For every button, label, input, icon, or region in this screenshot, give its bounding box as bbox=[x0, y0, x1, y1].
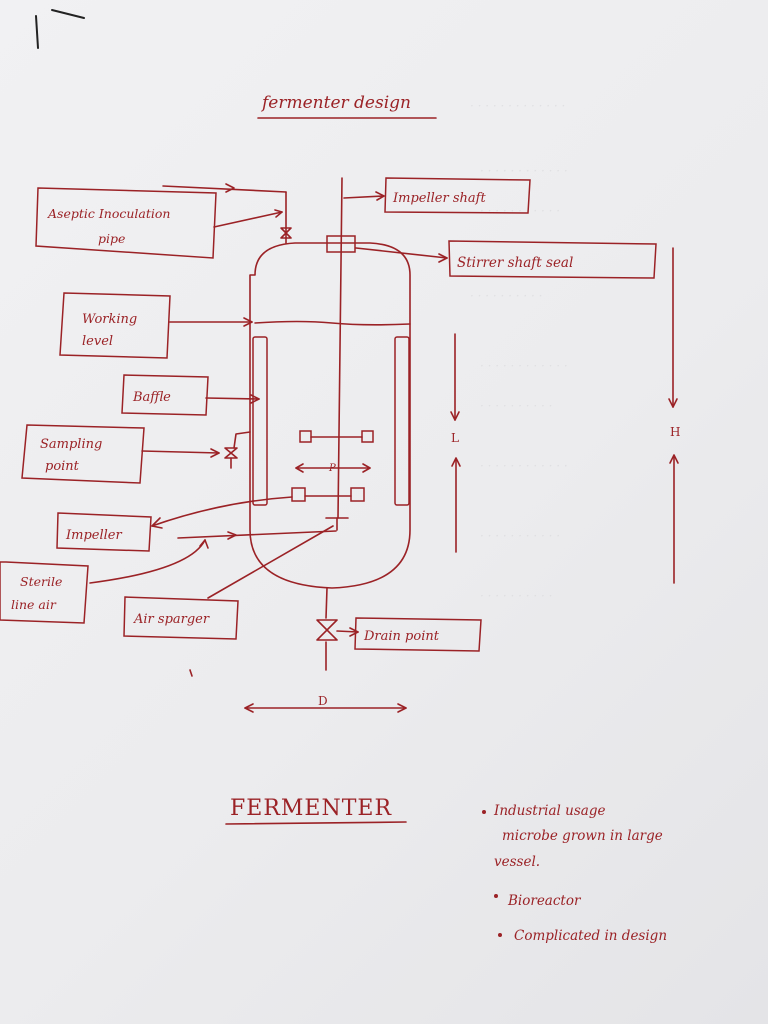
note-1-cont2: vessel. bbox=[494, 854, 540, 870]
label-box-impeller-shaft bbox=[384, 177, 531, 214]
svg-text:· · · · · · · · · ·: · · · · · · · · · · bbox=[480, 589, 552, 603]
drain-valve bbox=[316, 587, 359, 671]
label-box-sampling bbox=[21, 424, 145, 484]
heading-fermenter: FERMENTER bbox=[230, 796, 392, 821]
label-box-drain bbox=[354, 617, 482, 652]
note-1-cont: microbe grown in large bbox=[502, 828, 663, 844]
page-title: fermenter design bbox=[260, 93, 411, 113]
label-box-working-level bbox=[59, 292, 171, 359]
note-1: Industrial usage bbox=[493, 803, 605, 819]
page-number-mark: 1 bbox=[0, 0, 85, 49]
label-drain-point: Drain point bbox=[363, 629, 440, 644]
leader-air-sparger bbox=[207, 525, 334, 599]
label-box-stirrer-seal bbox=[448, 240, 657, 279]
label-stirrer-seal: Stirrer shaft seal bbox=[457, 255, 573, 271]
svg-text:· · · · · · · · · ·: · · · · · · · · · · bbox=[470, 289, 542, 303]
svg-text:· · · · · · · · · · · ·: · · · · · · · · · · · · bbox=[480, 359, 568, 373]
label-box-aseptic bbox=[35, 187, 217, 259]
svg-text:· · · · · · · · · · · ·: · · · · · · · · · · · · bbox=[480, 459, 568, 473]
label-box-sterile-air bbox=[0, 561, 89, 624]
heading-underline bbox=[225, 821, 407, 825]
baffle-right bbox=[394, 336, 410, 506]
svg-text:· · · · · · · · · · ·: · · · · · · · · · · · bbox=[480, 204, 560, 218]
upper-impeller bbox=[299, 430, 374, 443]
svg-text:· · · · · · · · · ·: · · · · · · · · · · bbox=[480, 399, 552, 413]
impeller-diameter-arrow: P bbox=[295, 463, 371, 474]
label-impeller-shaft: Impeller shaft bbox=[392, 191, 486, 206]
dimension-H-label: H bbox=[670, 425, 680, 439]
show-through-text: · · · · · · · · · · · · · · · · · · · · … bbox=[470, 99, 568, 603]
dimension-D-label: D bbox=[318, 694, 328, 708]
label-air-sparger: Air sparger bbox=[133, 612, 210, 627]
label-sampling-line1: Sampling bbox=[40, 437, 102, 452]
label-sampling-line2: point bbox=[45, 459, 80, 474]
sampling-valve bbox=[224, 431, 251, 469]
svg-text:· · · · · · · · · · · · ·: · · · · · · · · · · · · · bbox=[470, 99, 565, 113]
label-sterile-line2: line air bbox=[11, 597, 57, 612]
leader-aseptic bbox=[213, 211, 283, 228]
label-baffle: Baffle bbox=[132, 390, 171, 405]
stray-mark bbox=[189, 669, 193, 677]
impeller-shaft bbox=[337, 177, 343, 519]
lower-impeller bbox=[291, 487, 365, 502]
leader-sterile-air bbox=[89, 539, 206, 584]
dimension-H: H bbox=[668, 247, 680, 584]
stirrer-shaft-seal bbox=[326, 235, 356, 253]
note-bullet-1 bbox=[482, 810, 486, 814]
note-bullet-2 bbox=[494, 894, 498, 898]
note-bullet-3 bbox=[498, 933, 502, 937]
label-working-line2: level bbox=[82, 334, 113, 349]
dimension-L-label: L bbox=[451, 431, 459, 445]
impeller-diameter-label: P bbox=[328, 463, 336, 474]
leader-impeller-shaft bbox=[343, 195, 385, 199]
notes-list: Industrial usage microbe grown in large … bbox=[482, 803, 667, 944]
label-aseptic-line1: Aseptic Inoculation bbox=[47, 206, 170, 221]
label-box-impeller bbox=[56, 512, 152, 552]
svg-text:· · · · · · · · · · ·: · · · · · · · · · · · bbox=[480, 529, 560, 543]
baffle-left bbox=[252, 336, 268, 506]
fermenter-vessel bbox=[249, 242, 411, 589]
leader-sampling bbox=[141, 450, 220, 454]
leader-impeller bbox=[151, 496, 293, 527]
label-box-baffle bbox=[121, 374, 209, 416]
dimension-L: L bbox=[450, 333, 461, 553]
label-sterile-line1: Sterile bbox=[20, 574, 62, 589]
note-2: Bioreactor bbox=[507, 893, 582, 909]
svg-text:· · · · · · · · · · · ·: · · · · · · · · · · · · bbox=[480, 164, 568, 178]
label-aseptic-line2: pipe bbox=[98, 231, 125, 246]
air-sparger-head bbox=[325, 517, 349, 531]
inoculation-pipe bbox=[162, 183, 292, 244]
note-3: Complicated in design bbox=[514, 928, 667, 944]
leader-baffle bbox=[205, 397, 260, 400]
label-working-line1: Working bbox=[82, 312, 137, 327]
dimension-D: D bbox=[244, 694, 407, 713]
working-level-line bbox=[254, 320, 411, 326]
page-number: 1 bbox=[0, 0, 1, 1]
label-box-air-sparger bbox=[123, 596, 239, 640]
air-inlet-line bbox=[177, 530, 337, 540]
label-impeller: Impeller bbox=[65, 528, 122, 543]
leader-stirrer-seal bbox=[355, 247, 448, 259]
